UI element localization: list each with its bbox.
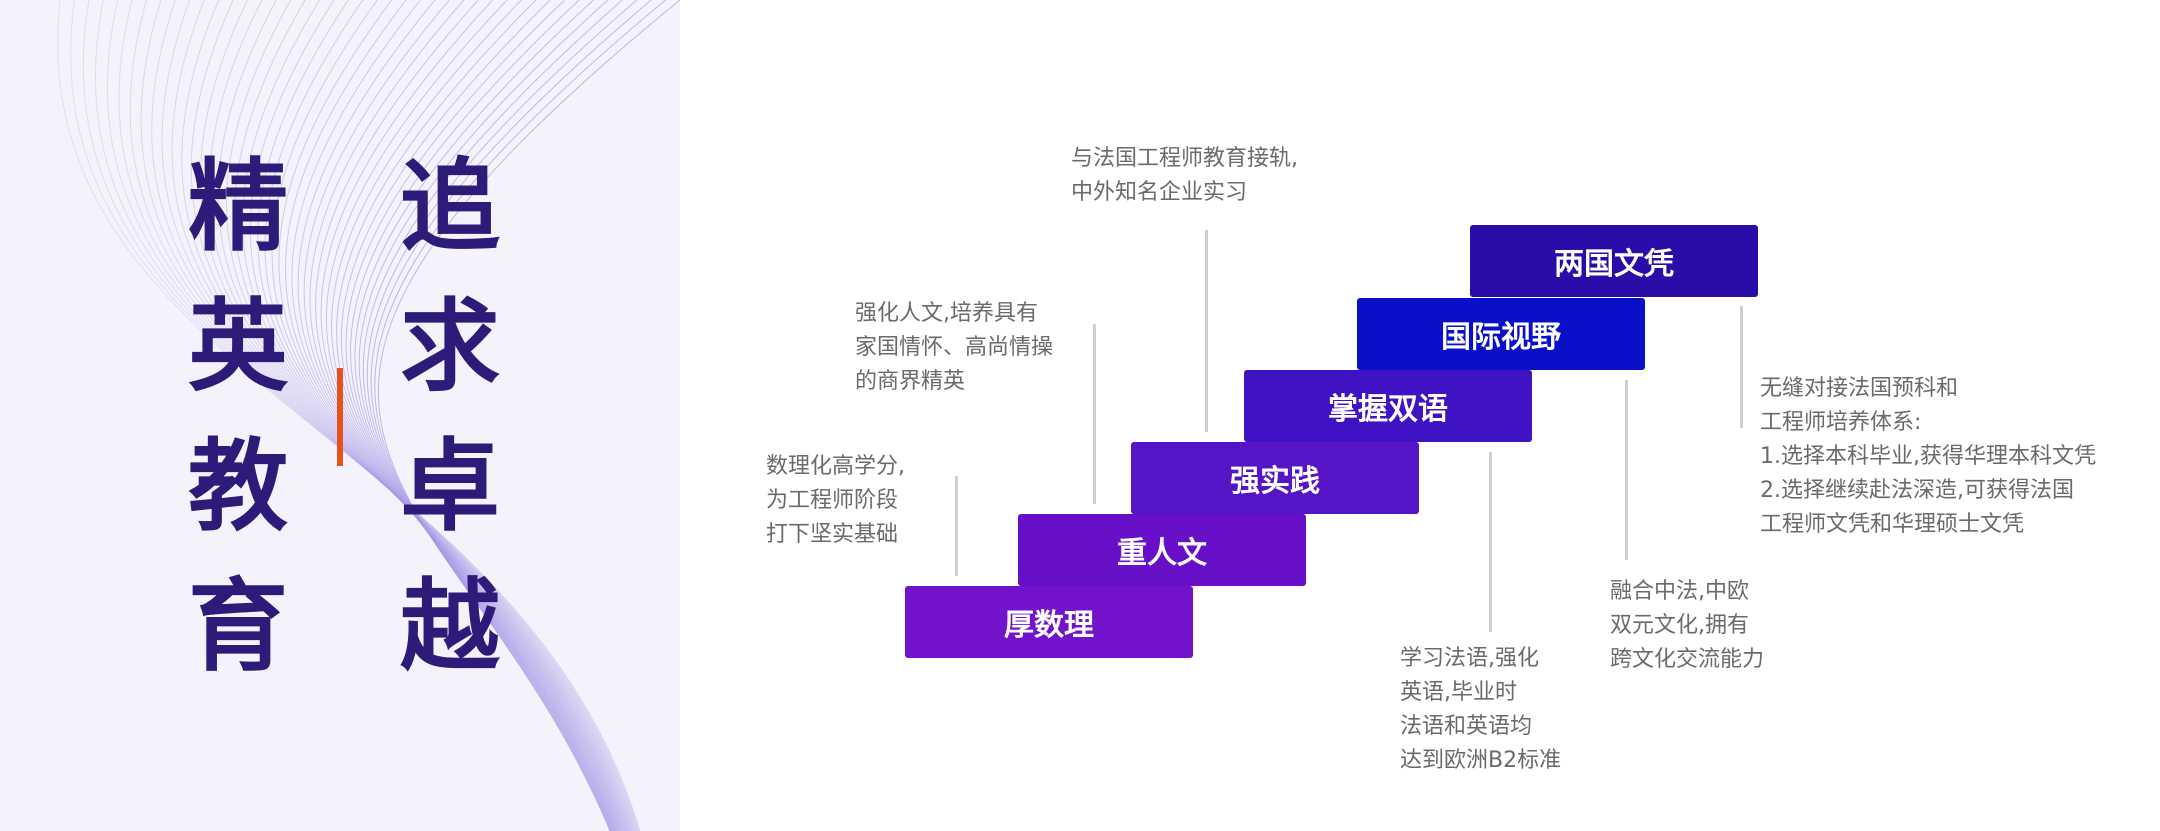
note-qiang-shijian: 与法国工程师教育接轨, 中外知名企业实习 [1071, 142, 1298, 210]
note-line: 家国情怀、高尚情操 [855, 335, 1054, 360]
wave-line [340, 0, 617, 831]
wave-line [320, 0, 620, 831]
wave-line [291, 0, 624, 831]
connector-line [1625, 380, 1628, 560]
wave-line [350, 0, 616, 831]
connector-line [1093, 324, 1096, 504]
note-line: 1.选择本科毕业,获得华理本科文凭 [1760, 444, 2096, 469]
title-char-yu: 育 [188, 568, 288, 685]
note-line: 达到欧洲B2标准 [1400, 748, 1562, 773]
wave-line [129, 0, 637, 831]
wave-line [208, 0, 631, 831]
note-line: 双元文化,拥有 [1610, 613, 1749, 638]
wave-line [57, 0, 641, 831]
note-line: 与法国工程师教育接轨, [1071, 146, 1298, 171]
wave-line [303, 0, 622, 831]
wave-line [309, 0, 621, 831]
connector-line [955, 476, 958, 576]
step-qiang-shijian: 强实践 [1131, 442, 1419, 514]
note-line: 工程师文凭和华理硕士文凭 [1760, 512, 2025, 537]
wave-line [70, 0, 640, 831]
wave-lines-decoration [57, 0, 680, 831]
note-liangguo-wenping: 无缝对接法国预科和 工程师培养体系: 1.选择本科毕业,获得华理本科文凭 2.选… [1760, 372, 2096, 542]
wave-line [315, 0, 621, 831]
note-line: 工程师培养体系: [1760, 410, 1922, 435]
wave-line [151, 0, 635, 831]
note-line: 强化人文,培养具有 [855, 301, 1038, 326]
wave-line [374, 0, 666, 831]
wave-line [345, 0, 617, 831]
note-line: 学习法语,强化 [1400, 646, 1539, 671]
wave-line [331, 0, 619, 831]
wave-line [297, 0, 623, 831]
note-line: 法语和英语均 [1400, 714, 1533, 739]
note-line: 英语,毕业时 [1400, 680, 1517, 705]
title-char-jiao: 教 [188, 428, 288, 545]
title-char-zhuo: 卓 [400, 428, 500, 545]
accent-divider [337, 368, 343, 466]
title-char-ying: 英 [188, 288, 288, 405]
note-zhangwo-shuangyu: 学习法语,强化 英语,毕业时 法语和英语均 达到欧洲B2标准 [1400, 642, 1561, 778]
step-hou-shuli: 厚数理 [905, 586, 1193, 658]
wave-line [284, 0, 624, 831]
title-char-qiu: 求 [400, 288, 500, 405]
wave-line [226, 0, 630, 831]
wave-line [140, 0, 636, 831]
note-line: 2.选择继续赴法深造,可获得法国 [1760, 478, 2074, 503]
connector-line [1205, 230, 1208, 432]
left-decorative-panel: 精 英 教 育 追 求 卓 越 [0, 0, 680, 831]
wave-line [377, 0, 680, 831]
connector-line [1489, 452, 1492, 632]
wave-line [325, 0, 619, 831]
title-char-yue: 越 [400, 568, 500, 685]
wave-line [234, 0, 629, 831]
connector-line [1740, 306, 1743, 428]
step-zhangwo-shuangyu: 掌握双语 [1244, 370, 1532, 442]
step-liangguo-wenping: 两国文凭 [1470, 225, 1758, 297]
wave-line [370, 0, 652, 831]
wave-line [190, 0, 633, 831]
note-line: 打下坚实基础 [766, 522, 899, 547]
note-line: 无缝对接法国预科和 [1760, 376, 1959, 401]
wave-line [354, 0, 615, 831]
wave-line [95, 0, 639, 831]
wave-line [118, 0, 637, 831]
title-char-jing: 精 [188, 148, 288, 265]
step-guoji-shiye: 国际视野 [1357, 298, 1645, 370]
step-zhong-renwen: 重人文 [1018, 514, 1306, 586]
wave-line [82, 0, 640, 831]
wave-line [336, 0, 618, 831]
wave-line [217, 0, 631, 831]
note-line: 融合中法,中欧 [1610, 579, 1749, 604]
wave-line [366, 0, 638, 831]
wave-line [257, 0, 627, 831]
wave-line [106, 0, 638, 831]
wave-line [200, 0, 632, 831]
note-guoji-shiye: 融合中法,中欧 双元文化,拥有 跨文化交流能力 [1610, 575, 1764, 677]
note-line: 为工程师阶段 [766, 488, 899, 513]
note-line: 跨文化交流能力 [1610, 647, 1765, 672]
wave-line [161, 0, 635, 831]
wave-line [242, 0, 628, 831]
wave-line [181, 0, 633, 831]
wave-line [249, 0, 628, 831]
note-line: 中外知名企业实习 [1071, 180, 1248, 205]
wave-line [171, 0, 634, 831]
title-char-zhui: 追 [400, 148, 500, 265]
wave-line [362, 0, 623, 831]
note-line: 的商界精英 [855, 369, 966, 394]
note-line: 数理化高学分, [766, 454, 905, 479]
wave-line [358, 0, 614, 831]
note-hou-shuli: 数理化高学分, 为工程师阶段 打下坚实基础 [766, 450, 905, 552]
note-zhong-renwen: 强化人文,培养具有 家国情怀、高尚情操 的商界精英 [855, 297, 1053, 399]
